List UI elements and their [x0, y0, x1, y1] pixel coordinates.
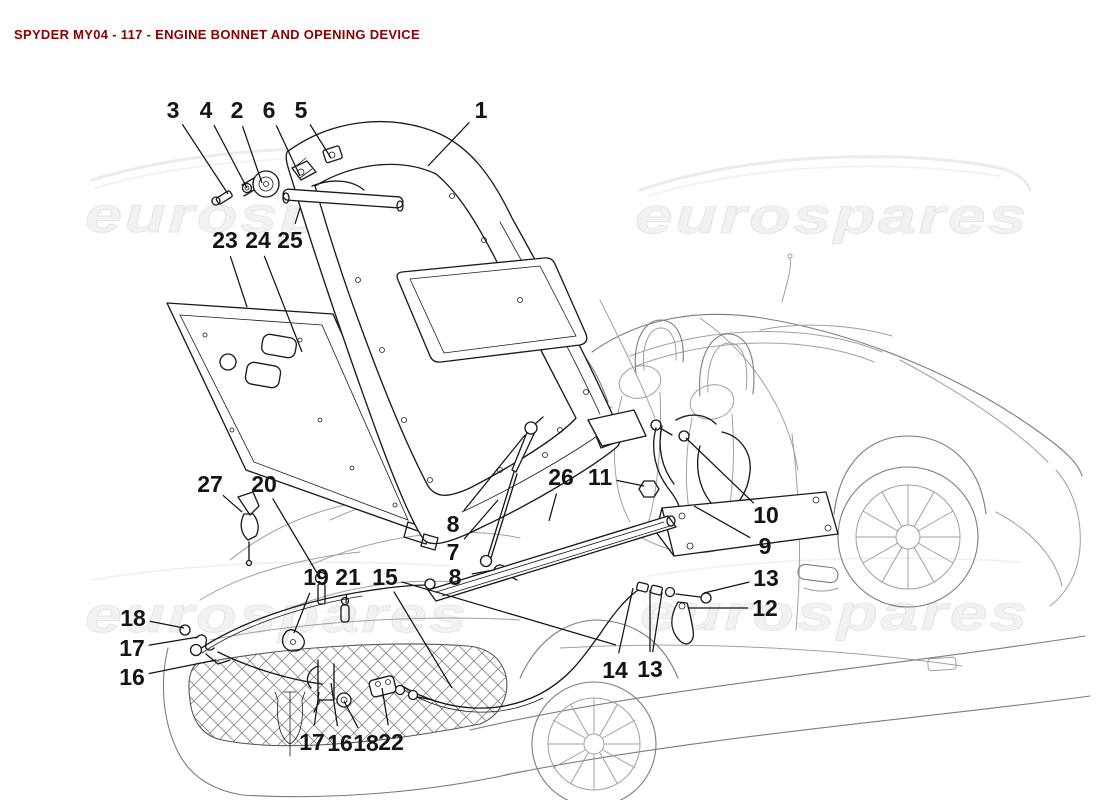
leader-line-15 [393, 591, 453, 689]
leader-line-3 [181, 123, 229, 195]
part-callout-12[interactable]: 12 [752, 595, 778, 621]
leader-line-11 [616, 479, 645, 487]
part-callout-13[interactable]: 13 [753, 565, 779, 591]
part-callout-5[interactable]: 5 [295, 97, 308, 123]
leader-line-4 [213, 124, 248, 189]
part-callout-1[interactable]: 1 [475, 97, 488, 123]
release-cable-front [401, 581, 712, 713]
part-callout-6[interactable]: 6 [263, 97, 276, 123]
strut-bar [282, 188, 404, 212]
leader-line-16 [148, 659, 217, 675]
bolt-20 [314, 571, 328, 605]
clip-19 [281, 629, 305, 652]
leader-line-22 [381, 687, 389, 726]
leader-line-26 [548, 493, 558, 522]
part-callout-10[interactable]: 10 [753, 502, 779, 528]
leader-line-13 [703, 581, 750, 594]
watermark-swoosh-top-right-2 [647, 165, 1001, 197]
watermark-swoosh-bottom-left [91, 561, 451, 581]
leader-line-15 [401, 581, 617, 646]
leader-line-17 [148, 636, 199, 646]
leader-line-25 [294, 207, 301, 224]
part-callout-14[interactable]: 14 [602, 657, 628, 683]
part-callout-18[interactable]: 18 [353, 730, 379, 756]
leader-line-9 [693, 505, 751, 539]
sill-rail [427, 515, 677, 602]
side-marker [927, 656, 957, 672]
part-callout-8[interactable]: 8 [449, 564, 462, 590]
leader-line-16 [330, 682, 339, 727]
page-title: SPYDER MY04 - 117 - ENGINE BONNET AND OP… [14, 27, 420, 42]
release-lever [671, 601, 695, 645]
part-callout-3[interactable]: 3 [167, 97, 180, 123]
part-callout-2[interactable]: 2 [231, 97, 244, 123]
part-callout-8[interactable]: 8 [447, 511, 460, 537]
buffer-27 [237, 491, 260, 567]
eurospares-watermark: eurospares [640, 585, 1030, 641]
part-callout-23[interactable]: 23 [212, 227, 238, 253]
eurospares-watermark: eurospares [85, 587, 469, 643]
leader-line-20 [272, 498, 321, 579]
leader-line-21 [345, 593, 348, 604]
part-callout-17[interactable]: 17 [119, 635, 145, 661]
leader-line-24 [263, 255, 303, 353]
part-callout-25[interactable]: 25 [277, 227, 303, 253]
front-latch [306, 659, 433, 713]
leader-line-18 [149, 620, 185, 629]
leader-line-14 [618, 587, 634, 654]
leader-line-7 [463, 499, 499, 540]
leader-line-19 [293, 592, 311, 634]
leader-line-5 [309, 124, 332, 159]
leader-line-13 [652, 591, 663, 653]
leader-line-23 [229, 255, 248, 308]
leader-line-2 [241, 125, 263, 184]
part-callout-21[interactable]: 21 [335, 564, 361, 590]
leader-line-8 [463, 434, 526, 512]
part-callout-17[interactable]: 17 [299, 729, 325, 755]
part-callout-9[interactable]: 9 [759, 533, 772, 559]
front-wheel [519, 619, 679, 800]
leader-line-10 [685, 437, 755, 504]
part-callout-24[interactable]: 24 [245, 227, 271, 253]
watermark-swoosh-top-right [638, 155, 1032, 192]
part-callout-16[interactable]: 16 [119, 664, 145, 690]
part-callout-27[interactable]: 27 [197, 471, 223, 497]
part-callout-4[interactable]: 4 [200, 97, 213, 123]
part-callout-18[interactable]: 18 [120, 605, 146, 631]
leader-line-18 [343, 700, 359, 729]
part-callout-15[interactable]: 15 [372, 564, 398, 590]
pin-21 [340, 596, 350, 623]
part-callout-19[interactable]: 19 [303, 564, 329, 590]
trident-emblem [274, 691, 306, 757]
part-callout-20[interactable]: 20 [251, 471, 277, 497]
part-callout-11[interactable]: 11 [588, 464, 613, 490]
bonnet-panel [285, 120, 621, 551]
part-callout-22[interactable]: 22 [378, 729, 404, 755]
hinge-bracket [587, 409, 839, 557]
part-callout-16[interactable]: 16 [327, 730, 353, 756]
part-callout-13[interactable]: 13 [637, 656, 663, 682]
roll-hoops [634, 319, 755, 397]
rear-wheel [833, 435, 987, 608]
eurospares-watermark: eurospares [635, 188, 1029, 244]
leader-line-8 [471, 569, 495, 575]
leader-line-6 [275, 125, 301, 177]
watermark-swoosh-bottom-right [647, 557, 1021, 577]
part-callout-26[interactable]: 26 [548, 464, 574, 490]
leader-line-27 [222, 494, 243, 513]
part-callout-7[interactable]: 7 [447, 539, 460, 565]
leader-line-1 [427, 121, 470, 167]
door-handle [797, 563, 839, 592]
leader-line-17 [313, 691, 320, 726]
